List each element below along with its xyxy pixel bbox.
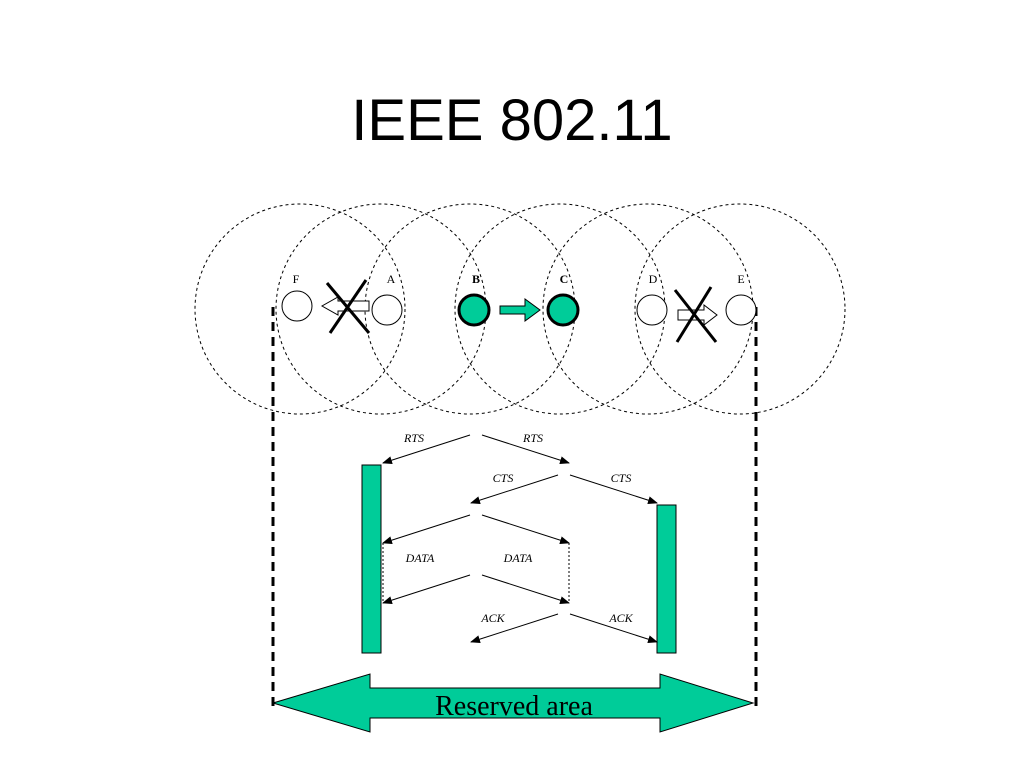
arrow-rts-right	[481, 434, 570, 465]
arrow-ack-right	[569, 613, 658, 644]
node-a	[371, 294, 403, 326]
node-f	[281, 290, 313, 322]
arrow-data-left	[382, 514, 471, 545]
arrow-cts-right	[569, 474, 658, 505]
arrow-rts-left	[382, 434, 471, 465]
label-ack-right: ACK	[608, 611, 633, 625]
node-label-a: A	[387, 272, 396, 286]
reserved-area-label: Reserved area	[435, 691, 593, 722]
nav-bar-left	[361, 464, 382, 654]
label-rts-left: RTS	[403, 431, 424, 445]
arrow-ack-left	[470, 613, 559, 644]
node-d	[636, 294, 668, 326]
blocked-arrow-right-icon	[677, 303, 718, 327]
arrow-data-right	[481, 514, 570, 545]
node-c	[546, 293, 580, 327]
label-ack-left: ACK	[480, 611, 505, 625]
node-b	[457, 293, 491, 327]
arrow-data-left-2	[382, 574, 471, 605]
nav-bar-right	[656, 504, 677, 654]
range-circle-e	[634, 203, 846, 415]
reserved-boundaries	[271, 307, 758, 712]
label-cts-right: CTS	[611, 471, 632, 485]
arrow-cts-left	[470, 474, 559, 505]
cross-mark-right-icon	[673, 286, 718, 343]
node-label-e: E	[737, 272, 744, 286]
node-label-b: B	[472, 272, 480, 286]
transmission-arrow-icon	[499, 298, 541, 322]
cross-mark-left-icon	[325, 279, 371, 334]
slide-title: IEEE 802.11	[351, 88, 673, 153]
node-label-f: F	[293, 272, 300, 286]
label-rts-right: RTS	[522, 431, 543, 445]
message-arrows	[382, 434, 658, 644]
label-data-right: DATA	[503, 551, 533, 565]
node-label-c: C	[560, 272, 569, 286]
node-label-d: D	[649, 272, 658, 286]
reserved-area-arrow	[271, 673, 755, 733]
label-data-left: DATA	[405, 551, 435, 565]
arrow-data-right-2	[481, 574, 570, 605]
nodes: F A B C D E	[281, 272, 757, 327]
range-circle-f	[194, 203, 406, 415]
label-cts-left: CTS	[493, 471, 514, 485]
node-e	[725, 294, 757, 326]
